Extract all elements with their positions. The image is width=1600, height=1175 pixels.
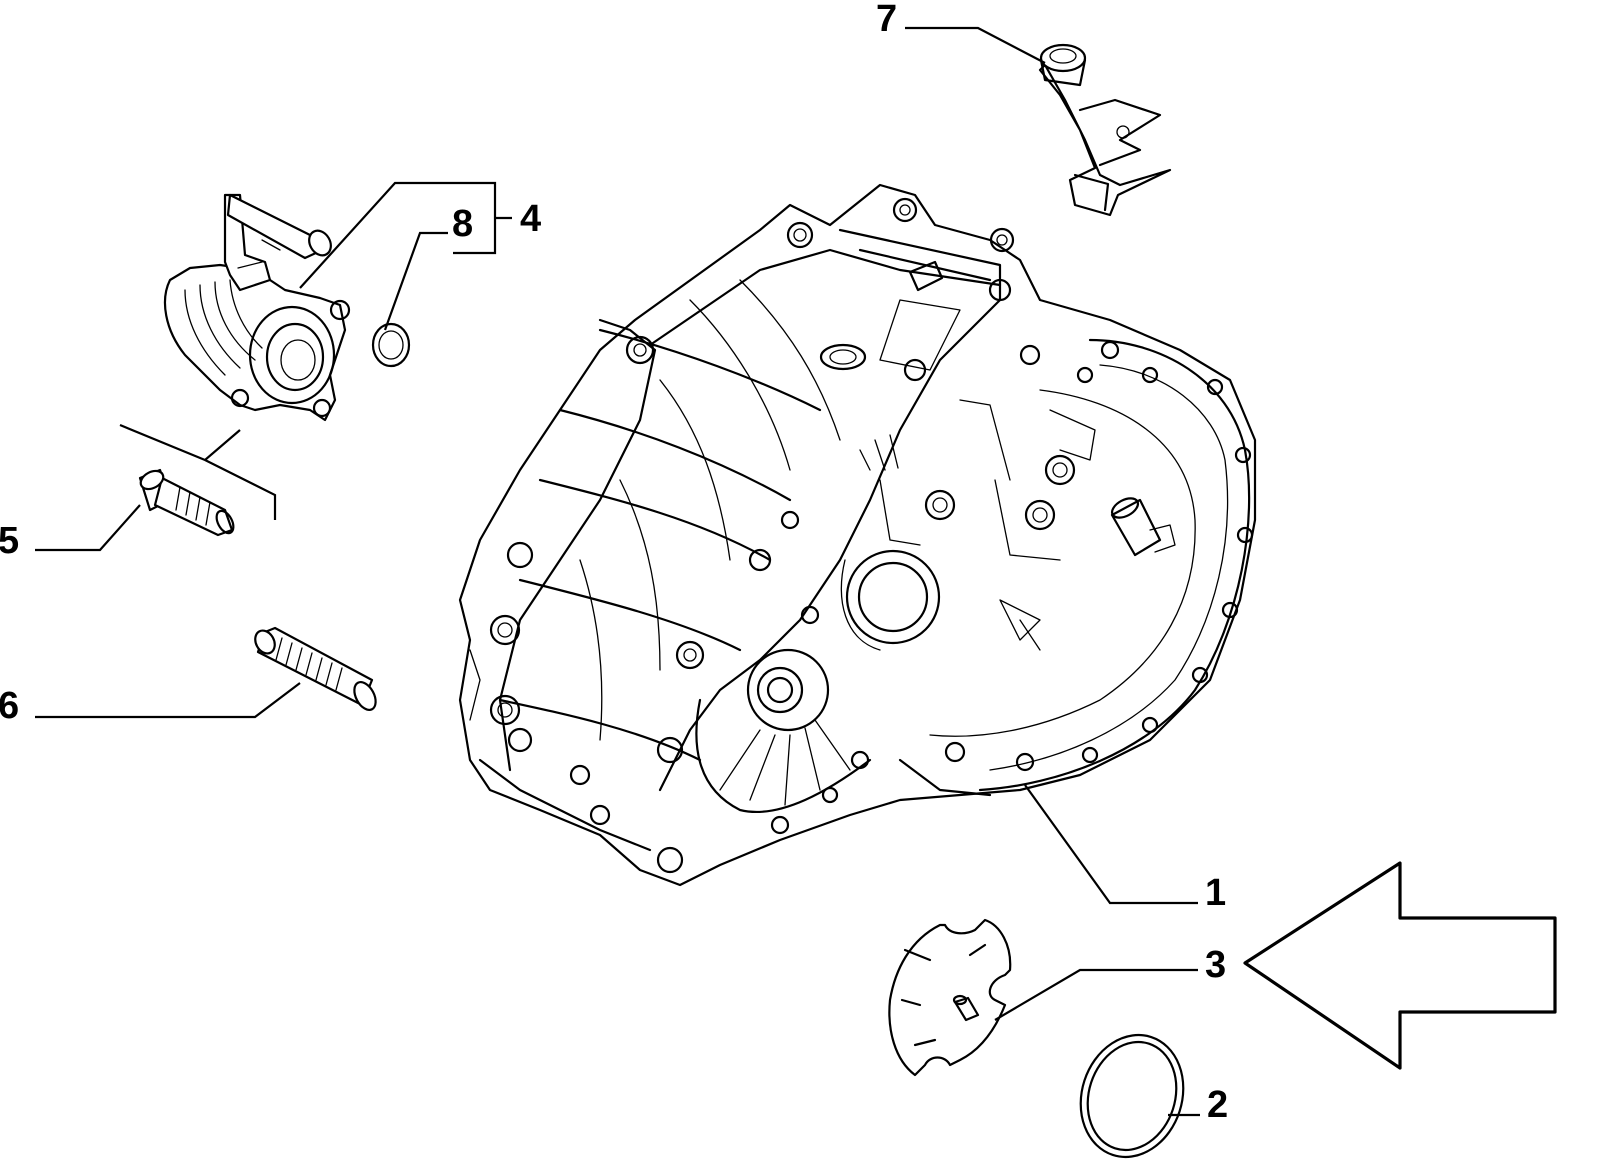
callout-8: 8 [452, 203, 473, 245]
leader-lines [35, 26, 1200, 1117]
callout-2: 2 [1207, 1084, 1228, 1126]
part-6-stud [254, 626, 377, 712]
callout-labels: 1 2 3 4 5 6 7 8 [0, 0, 1228, 1126]
part-2-cap [1079, 1033, 1185, 1159]
housing-bolt-holes [489, 197, 1254, 874]
part-8-o-ring [371, 322, 411, 368]
group-bracket-5 [119, 423, 277, 520]
callout-1: 1 [1205, 872, 1226, 914]
callout-3: 3 [1205, 944, 1226, 986]
callout-7: 7 [876, 0, 897, 40]
part-4-slave-cylinder [163, 193, 351, 422]
part-5-bleed-screw [138, 468, 235, 537]
direction-arrow [1243, 861, 1557, 1070]
callout-4: 4 [520, 198, 541, 240]
callout-6: 6 [0, 685, 19, 727]
part-7-bracket [1038, 43, 1172, 217]
housing-dowel-stud [1110, 497, 1176, 557]
callout-5: 5 [0, 520, 19, 562]
part-3-cover-plate [888, 918, 1012, 1077]
part-1-gearbox-housing [458, 183, 1257, 887]
